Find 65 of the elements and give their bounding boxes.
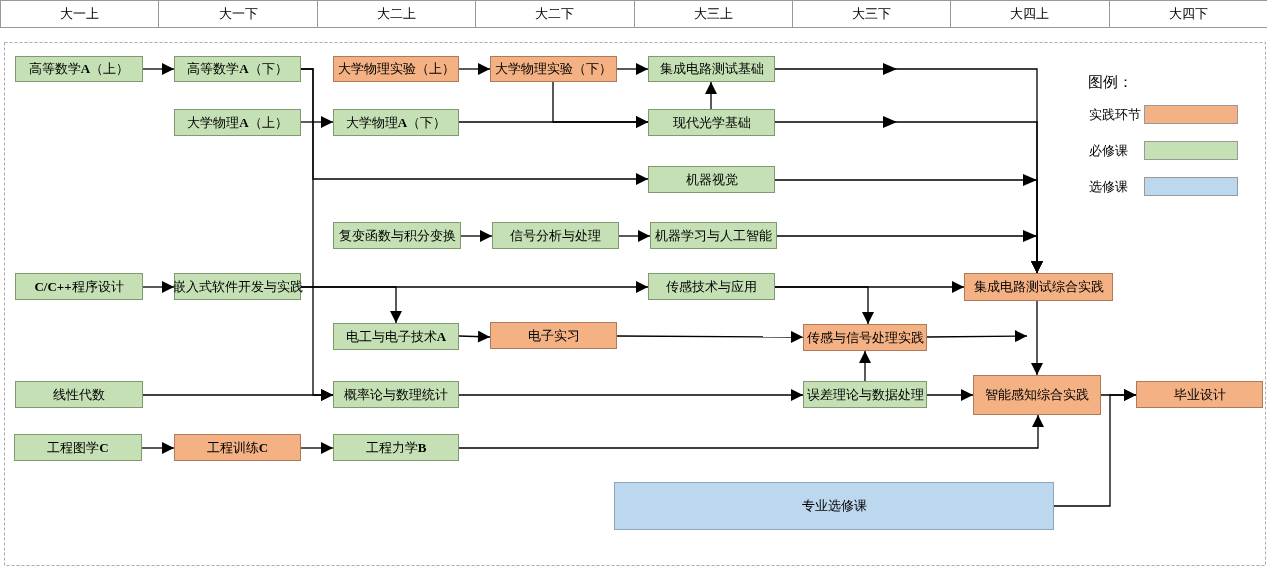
course-box: 机器视觉 (648, 166, 775, 193)
course-box: 嵌入式软件开发与实践 (174, 273, 301, 300)
course-box: 线性代数 (15, 381, 143, 408)
course-box: 毕业设计 (1136, 381, 1263, 408)
arrow (705, 81, 717, 110)
legend-label: 选修课 (1089, 178, 1128, 196)
semester-header-cell: 大三上 (633, 0, 793, 28)
arrow (300, 116, 334, 128)
arrow (142, 63, 175, 75)
arrow (926, 330, 1028, 343)
course-box: 现代光学基础 (648, 109, 775, 136)
arrow (776, 230, 1043, 274)
course-box: 机器学习与人工智能 (650, 222, 777, 249)
course-box: 电工与电子技术A (333, 323, 459, 350)
course-box: 集成电路测试综合实践 (964, 273, 1113, 301)
arrow (616, 330, 804, 343)
semester-header-cell: 大二下 (475, 0, 635, 28)
arrow (460, 230, 493, 242)
course-box: 概率论与数理统计 (333, 381, 459, 408)
semester-header-cell: 大一上 (0, 0, 160, 28)
legend-label: 必修课 (1089, 142, 1128, 160)
course-box: 专业选修课 (614, 482, 1054, 530)
arrow (142, 389, 334, 401)
arrow (458, 389, 804, 401)
arrow (618, 230, 651, 242)
arrow (141, 442, 175, 454)
course-box: 大学物理实验（下） (490, 56, 617, 82)
course-box: 工程力学B (333, 434, 459, 461)
arrow (926, 389, 974, 401)
arrow (859, 350, 871, 382)
arrow (458, 330, 491, 343)
course-box: 大学物理A（下） (333, 109, 459, 136)
course-box: 误差理论与数据处理 (803, 381, 927, 408)
course-box: 集成电路测试基础 (648, 56, 775, 82)
course-box: C/C++程序设计 (15, 273, 143, 300)
semester-header-cell: 大二上 (316, 0, 477, 28)
semester-header-cell: 大三下 (791, 0, 952, 28)
arrow (142, 281, 175, 293)
course-box: 信号分析与处理 (492, 222, 619, 249)
arrow (300, 286, 402, 324)
arrow (458, 414, 1044, 449)
course-box: 工程训练C (174, 434, 301, 461)
arrow (300, 442, 334, 454)
arrow (458, 116, 649, 128)
arrow (1031, 300, 1043, 376)
legend-title: 图例： (1088, 73, 1133, 92)
semester-header-cell: 大一下 (158, 0, 318, 28)
arrow (1053, 389, 1137, 507)
semester-header-cell: 大四下 (1108, 0, 1267, 28)
arrow (458, 63, 491, 75)
arrow (774, 286, 874, 325)
arrow (300, 68, 649, 185)
course-box: 智能感知综合实践 (973, 375, 1101, 415)
course-box: 高等数学A（上） (15, 56, 143, 82)
course-box: 工程图学C (14, 434, 142, 461)
course-box: 高等数学A（下） (174, 56, 301, 82)
course-box: 电子实习 (490, 322, 617, 349)
arrow (616, 63, 649, 75)
course-box: 传感技术与应用 (648, 273, 775, 300)
semester-header-cell: 大四上 (950, 0, 1110, 28)
course-box: 传感与信号处理实践 (803, 324, 927, 351)
legend-label: 实践环节 (1089, 106, 1141, 124)
course-box: 复变函数与积分变换 (333, 222, 461, 249)
course-box: 大学物理A（上） (174, 109, 301, 136)
course-box: 大学物理实验（上） (333, 56, 459, 82)
